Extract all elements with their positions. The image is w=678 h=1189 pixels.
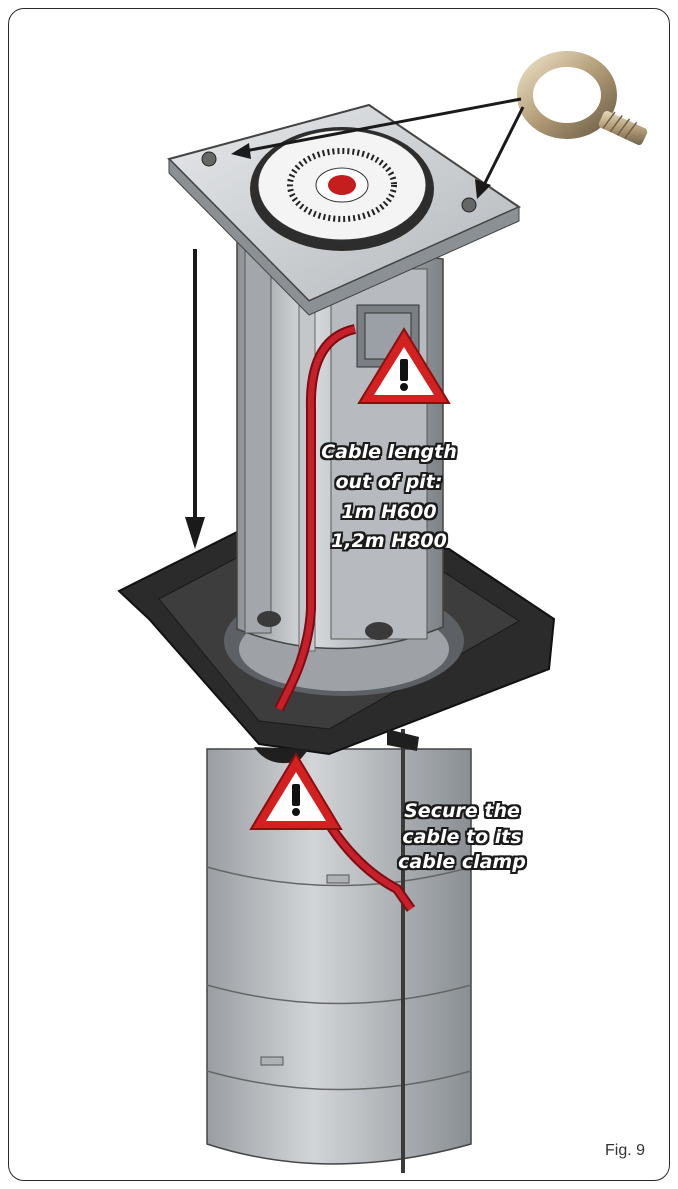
pit-housing: [206, 729, 472, 1173]
secure-line-1: Secure the: [404, 800, 520, 822]
warning-icon: [357, 327, 451, 404]
power-cable: [274, 324, 416, 912]
cable-length-line-3: 1m H600: [341, 500, 437, 523]
eye-bolt-pointers: [231, 97, 525, 199]
cable-length-line-2: out of pit:: [335, 470, 443, 493]
secure-line-2: cable to its: [402, 825, 522, 848]
bollard-body: [236, 228, 444, 652]
figure-label: Fig. 9: [604, 1142, 645, 1159]
top-plate: [167, 103, 522, 316]
cable-length-line-4: 1,2m H800: [331, 530, 447, 553]
cable-length-note: Cable length out of pit: 1m H600 1,2m H8…: [309, 441, 469, 560]
secure-line-3: cable clamp: [398, 851, 526, 874]
lowering-arrow: [185, 249, 205, 549]
secure-cable-note: Secure the cable to its cable clamp: [387, 799, 537, 876]
warning-icon: [249, 752, 343, 830]
bollard-illustration: [117, 51, 648, 1173]
eye-bolt-image: [517, 51, 648, 145]
figure-frame: Cable length out of pit: 1m H600 1,2m H8…: [8, 8, 670, 1181]
cable-length-line-1: Cable length: [321, 441, 457, 463]
